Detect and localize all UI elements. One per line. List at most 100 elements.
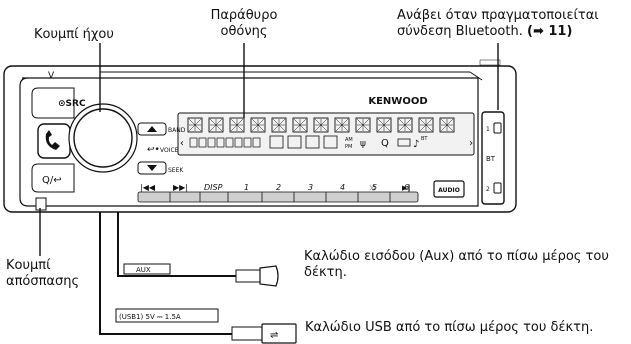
- display-character-cell: [439, 117, 455, 133]
- usb-plug-body: [231, 326, 263, 341]
- seek-label: SEEK: [168, 167, 184, 174]
- display-character-cell: [250, 117, 266, 133]
- bt-small-indicator: BT: [421, 136, 428, 142]
- display-segment-strokes: [440, 118, 454, 132]
- display-character-cell: [229, 117, 245, 133]
- display-character-cell: [292, 117, 308, 133]
- usb-connector: [261, 323, 297, 344]
- display-character-cell: [187, 117, 203, 133]
- small-digit-cell: [207, 137, 216, 148]
- shuffle-icon: ⤨: [369, 184, 375, 192]
- display-character-cell: [397, 117, 413, 133]
- aux-tag-label: AUX: [136, 266, 151, 274]
- detach-button-label: Κουμπί απόσπασης: [6, 258, 79, 290]
- preset-number-4: 4: [340, 183, 345, 192]
- bt-indicator-label-line2: σύνδεση Bluetooth.: [397, 24, 523, 39]
- display-character-cell: [376, 117, 392, 133]
- svg-text:V: V: [48, 71, 55, 81]
- display-segment-strokes: [209, 118, 223, 132]
- preset-number-5: 5: [372, 183, 377, 192]
- aux-cable-label-line2: δέκτη.: [304, 265, 347, 280]
- display-segment-strokes: [188, 118, 202, 132]
- aux-jack: [259, 265, 279, 287]
- audio-button[interactable]: [433, 180, 465, 198]
- usb-tag-label: (USB1) 5V ⎓ 1.5A: [119, 313, 181, 321]
- display-segment-strokes: [293, 118, 307, 132]
- small-digit-cell: [243, 137, 252, 148]
- small-digit-cell: [198, 137, 207, 148]
- bt-strip-label: BT: [486, 155, 496, 163]
- display-segment-strokes: [377, 118, 391, 132]
- display-window-label: Παράθυρο οθόνης: [194, 8, 294, 40]
- band-label: BAND: [168, 127, 186, 134]
- clock-digit-cell: [287, 135, 302, 149]
- display-character-cell: [418, 117, 434, 133]
- svg-text:‹: ‹: [179, 138, 185, 149]
- search-back-icon: Q/↩: [42, 175, 62, 186]
- volume-knob-label: Κουμπί ήχου: [34, 27, 114, 42]
- volume-knob[interactable]: [73, 108, 133, 168]
- display-segment-strokes: [272, 118, 286, 132]
- aux-plug-body: [235, 269, 261, 283]
- bt-strip-num-2: 2: [486, 186, 490, 193]
- voice-label: VOICE: [160, 147, 179, 154]
- next-track-icon: ▶▶|: [173, 183, 188, 192]
- preset-bar: [137, 191, 419, 203]
- preset-number-3: 3: [308, 183, 313, 192]
- bt-indicator-label-line1: Ανάβει όταν πραγματοποιείται: [397, 8, 599, 23]
- preset-numbers: 1 2 3 4 5 6: [244, 183, 409, 192]
- preset-number-1: 1: [244, 183, 249, 192]
- display-window-label-line2: οθόνης: [220, 24, 268, 39]
- aux-tag: [123, 263, 171, 275]
- aux-cable-label-line1: Καλώδιο εισόδου (Aux) από το πίσω μέρος …: [304, 249, 609, 264]
- detach-button-label-line2: απόσπασης: [6, 274, 80, 289]
- detach-button[interactable]: [35, 197, 47, 211]
- src-button[interactable]: ⊙SRC: [58, 99, 86, 109]
- play-pause-icon: ▶‖: [402, 184, 411, 192]
- audio-button-label: AUDIO: [438, 187, 460, 194]
- display-segment-strokes: [356, 118, 370, 132]
- display-segment-strokes: [419, 118, 433, 132]
- bt-indicator-label: Ανάβει όταν πραγματοποιείται σύνδεση Blu…: [397, 8, 599, 40]
- phone-2-icon: [493, 182, 502, 194]
- bt-indicator-page-ref: (➡ 11): [527, 24, 573, 39]
- bt-indicator-strip: [481, 111, 505, 205]
- voice-icon: ↩•: [147, 145, 160, 155]
- detach-button-label-line1: Κουμπί: [6, 258, 51, 273]
- mono-stereo-icon: [397, 138, 411, 147]
- preset-number-6: 6: [404, 183, 409, 192]
- down-arrow-icon: [147, 165, 157, 171]
- phone-icon: [45, 130, 60, 150]
- display-character-cell: [271, 117, 287, 133]
- brand-logo: KENWOOD: [368, 96, 427, 107]
- preset-number-2: 2: [276, 183, 281, 192]
- phone-1-icon: [493, 122, 502, 134]
- phone-button[interactable]: [37, 123, 71, 159]
- aux-cable-line: [117, 212, 240, 277]
- svg-text:›: ›: [468, 138, 474, 149]
- up-arrow-icon: [147, 126, 157, 132]
- display-character-cell: [313, 117, 329, 133]
- display-character-cell: [355, 117, 371, 133]
- usb-icon: ψ: [360, 139, 366, 149]
- display-segment-strokes: [314, 118, 328, 132]
- small-digit-cell: [225, 137, 234, 148]
- prev-track-icon: |◀◀: [140, 183, 156, 192]
- display-character-cell: [334, 117, 350, 133]
- display-window: [177, 112, 475, 156]
- disp-label: DISP: [204, 183, 223, 192]
- display-window-label-line1: Παράθυρο: [210, 8, 278, 23]
- search-icon: Q: [381, 138, 389, 149]
- clock-digit-cell: [305, 135, 320, 149]
- display-segments: [187, 117, 455, 149]
- display-segment-strokes: [230, 118, 244, 132]
- small-digit-cell: [252, 137, 261, 148]
- usb-cable-label: Καλώδιο USB από το πίσω μέρος του δέκτη.: [305, 320, 594, 335]
- pm-indicator: PM: [345, 144, 352, 150]
- clock-digit-cell: [269, 135, 284, 149]
- small-digit-cell: [234, 137, 243, 148]
- usb-tag: [115, 308, 219, 323]
- display-segment-strokes: [398, 118, 412, 132]
